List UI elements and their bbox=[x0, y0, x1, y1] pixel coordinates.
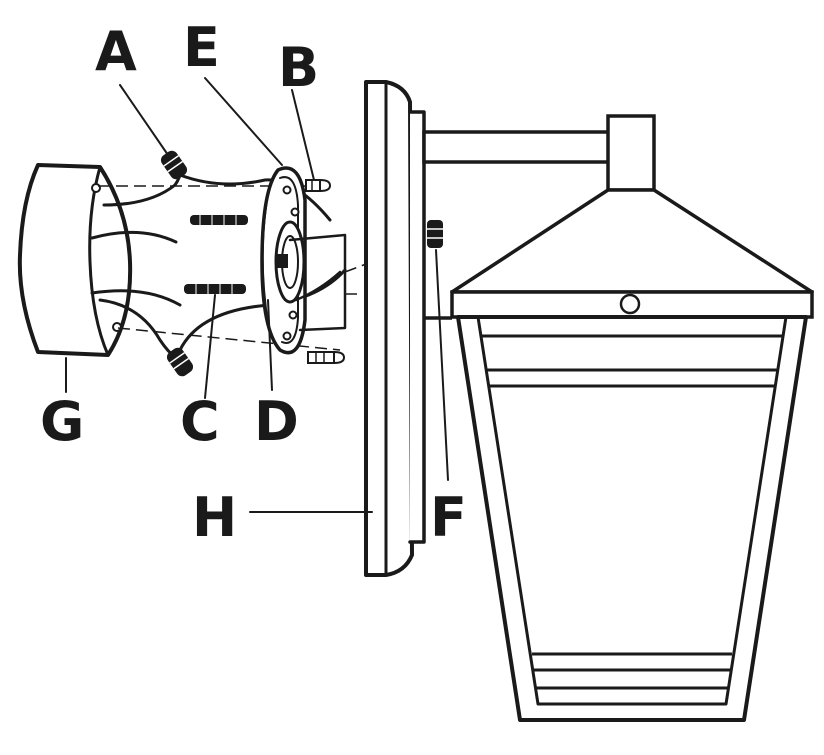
bracket-ring bbox=[261, 203, 270, 327]
label-g: G bbox=[40, 390, 84, 453]
label-e: E bbox=[183, 16, 220, 79]
mounting-stud-top bbox=[190, 215, 248, 225]
screw-bottom bbox=[307, 350, 346, 365]
cap-nut bbox=[427, 220, 443, 248]
leader-lines bbox=[65, 77, 449, 513]
vent-screw bbox=[619, 293, 641, 315]
label-h: H bbox=[192, 486, 237, 549]
junction-box-screw-hole-bottom bbox=[112, 322, 122, 332]
alignment-line-bottom bbox=[117, 327, 341, 351]
wall-canopy bbox=[364, 80, 426, 577]
lantern-fixture bbox=[422, 114, 814, 722]
label-b: B bbox=[278, 36, 319, 99]
label-f: F bbox=[430, 486, 467, 549]
label-a: A bbox=[95, 20, 137, 83]
screw-top bbox=[305, 178, 332, 193]
mounting-stud-bottom bbox=[184, 284, 246, 294]
wire-nut-top bbox=[102, 150, 332, 222]
label-d: D bbox=[254, 390, 299, 453]
junction-box bbox=[17, 163, 182, 357]
junction-box-screw-hole-top bbox=[91, 183, 101, 193]
label-c: C bbox=[180, 390, 220, 453]
